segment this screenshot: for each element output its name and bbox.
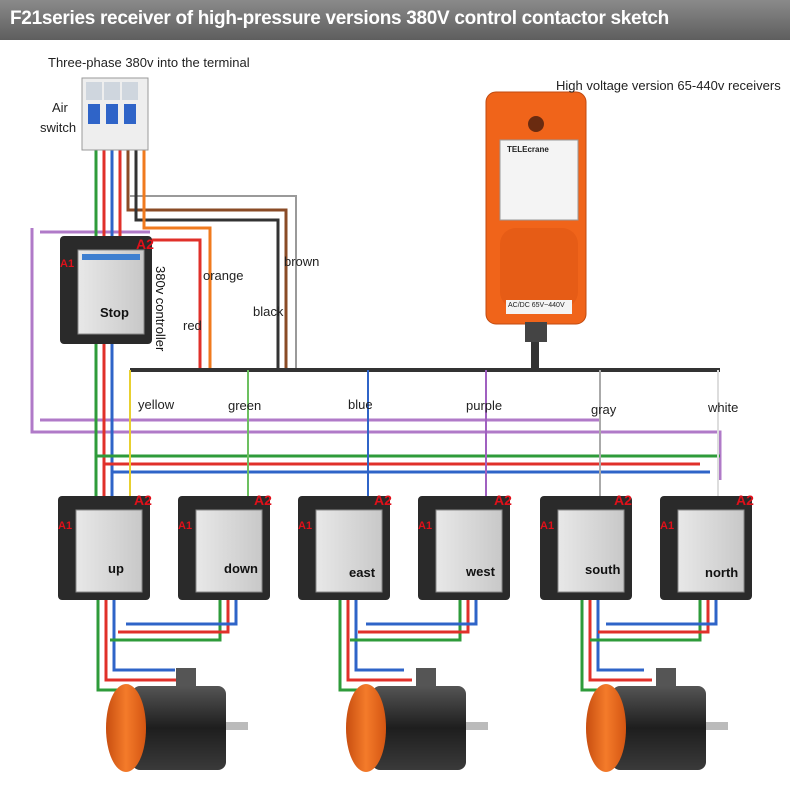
motor-3 bbox=[586, 668, 728, 772]
wiring-diagram bbox=[30, 77, 752, 772]
receiver-label: High voltage version 65-440v receivers bbox=[556, 78, 781, 93]
air-switch bbox=[81, 77, 149, 151]
controller-label: 380v controller bbox=[153, 266, 168, 352]
east-a1: A1 bbox=[298, 520, 313, 532]
down-a2: A2 bbox=[254, 492, 272, 508]
motor-1 bbox=[106, 668, 248, 772]
air-switch-label-2: switch bbox=[40, 120, 77, 135]
west-a1: A1 bbox=[418, 520, 433, 532]
contactor-label-stop: Stop bbox=[100, 305, 129, 320]
stop-a1: A1 bbox=[60, 258, 75, 270]
contactor-label-south: south bbox=[585, 562, 621, 577]
contactor-label-west: west bbox=[466, 564, 495, 579]
south-a2: A2 bbox=[614, 492, 632, 508]
title-bar: F21series receiver of high-pressure vers… bbox=[0, 0, 790, 40]
wire-label-gray: gray bbox=[591, 402, 617, 417]
wire-label-black: black bbox=[253, 304, 284, 319]
wire-label-brown: brown bbox=[284, 254, 320, 269]
wire-label-purple: purple bbox=[466, 398, 503, 413]
south-a1: A1 bbox=[540, 520, 555, 532]
stop-a2: A2 bbox=[136, 236, 154, 252]
wire-label-yellow: yellow bbox=[138, 397, 175, 412]
wire-label-red: red bbox=[183, 318, 202, 333]
receiver-voltage: AC/DC 65V~440V bbox=[508, 302, 565, 309]
green-bus bbox=[96, 454, 720, 474]
up-a1: A1 bbox=[58, 520, 73, 532]
receiver bbox=[485, 91, 587, 342]
down-a1: A1 bbox=[178, 520, 193, 532]
wire-label-green: green bbox=[228, 398, 262, 413]
contactor-label-down: down bbox=[224, 561, 258, 576]
wire-label-orange: orange bbox=[203, 268, 244, 283]
up-a2: A2 bbox=[134, 492, 152, 508]
air-switch-label-1: Air bbox=[52, 100, 68, 115]
wire-label-blue: blue bbox=[348, 397, 373, 412]
page-title: F21series receiver of high-pressure vers… bbox=[10, 8, 669, 29]
motor-wires bbox=[96, 600, 718, 692]
wire-label-white: white bbox=[708, 400, 739, 415]
contactor-label-north: north bbox=[705, 565, 739, 580]
receiver-cable bbox=[129, 340, 720, 500]
motor-2 bbox=[346, 668, 488, 772]
contactor-label-up: up bbox=[108, 561, 124, 576]
north-a1: A1 bbox=[660, 520, 675, 532]
gray-wires bbox=[130, 195, 297, 370]
north-a2: A2 bbox=[736, 492, 754, 508]
terminal-label: Three-phase 380v into the terminal bbox=[48, 55, 250, 70]
west-a2: A2 bbox=[494, 492, 512, 508]
contactors-row bbox=[58, 496, 752, 600]
east-a2: A2 bbox=[374, 492, 392, 508]
contactor-stop bbox=[60, 236, 152, 344]
contactor-label-east: east bbox=[349, 565, 376, 580]
receiver-brand: TELEcrane bbox=[507, 145, 549, 154]
